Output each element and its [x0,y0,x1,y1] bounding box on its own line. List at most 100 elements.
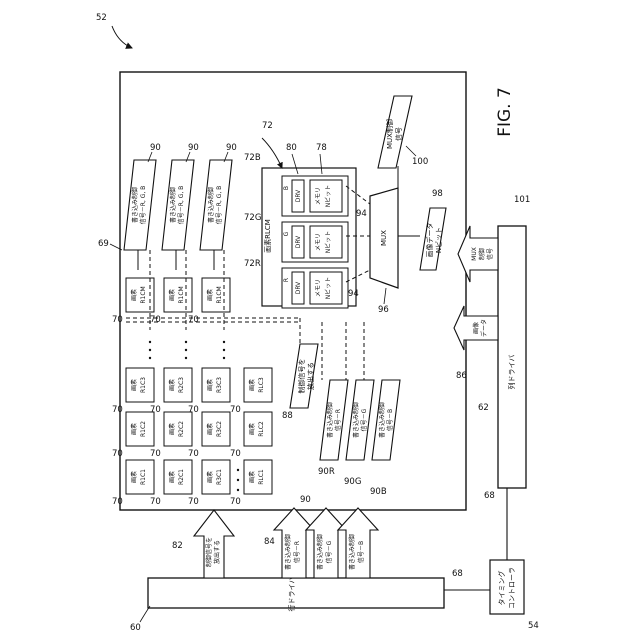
timing-line2: コントローラ [508,567,516,609]
row-write-line1: 書き込み制御 [316,534,324,570]
pixel-cell-line1: 画素 [130,471,138,483]
ref-68-a: 68 [452,569,463,579]
write-controls-bottom: 書き込み制御信号－R90R書き込み制御信号－G90G書き込み制御信号－B90B [318,380,400,497]
arrow-image-line1: 画像 [472,322,480,334]
pixel-ref: 70 [150,497,161,507]
rlcm-title: 画素RLCM [263,219,272,253]
ref-80: 80 [286,143,297,153]
row-write-line2: 信号－G [325,540,333,563]
ref-52: 52 [96,13,107,23]
row-write-line2: 信号－B [357,541,365,563]
sub-ref: 72B [244,153,261,163]
write-control-bottom: 書き込み制御信号－G90G [344,380,374,487]
row-write-line1: 書き込み制御 [348,534,356,570]
pixel-ref: 70 [150,405,161,415]
pixel-cell-line1: 画素 [248,471,256,483]
image-data-nbit: 画像データ Nビット 98 [420,189,446,270]
timing-line1: タイミング [497,571,506,606]
pixel-cell-line1: 画素 [206,289,214,301]
write-control-top-ref: 90 [150,143,161,153]
write-control-bottom-ref: 90G [344,477,361,487]
ref-86: 86 [456,371,467,381]
pixel-cell-line2: R1CM [216,286,223,303]
write-control-bottom: 書き込み制御信号－B90B [370,380,400,497]
pixel-ref: 70 [112,497,123,507]
write-control-top: 書き込み制御信号－R, G, B90 [200,143,237,270]
pixel-cell: 画素R2C270 [150,412,192,459]
ref-68-b: 68 [484,491,495,501]
rlcm-sub-b: DRVメモリNビットB72B [244,153,348,216]
row-write-arrow: 書き込み制御信号－R [274,508,314,578]
sub-letter: G [283,231,290,236]
ref-78: 78 [316,143,327,153]
row-driver-box [148,578,444,608]
row-driver: 行ドライバ 60 [130,577,444,633]
ref-94a: 94 [356,209,367,219]
pixel-ref: 70 [188,449,199,459]
pixel-ref: 70 [230,449,241,459]
pixel-cell-line1: 画素 [130,289,138,301]
drv-label: DRV [295,235,302,248]
pixel-cell-line1: 画素 [130,423,138,435]
write-control-top: 書き込み制御信号－R, G, B90 [124,143,161,270]
row-write-line2: 信号－R [293,541,301,563]
arrow-mux-line2: 制御 [478,248,486,260]
ref-69: 69 [98,239,109,249]
pixel-cell-line1: 画素 [206,423,214,435]
write-control-bottom-ref: 90B [370,487,387,497]
pixel-ref: 70 [112,405,123,415]
write-control-top-ref: 90 [188,143,199,153]
pixel-cell: 画素R3C370 [188,368,230,415]
emit-control-inner: 制御信号を 放出する 88 [282,344,318,421]
write-control-bottom-line1: 書き込み制御 [326,402,334,438]
pixel-ref: 70 [230,497,241,507]
mux-control-line1: MUX制御 [385,119,394,149]
write-control-top-line1: 書き込み制御 [207,187,215,223]
ref-54: 54 [528,621,539,631]
ref-60: 60 [130,623,141,633]
mux-control-signal: MUX制御 信号 100 [378,96,428,168]
pixel-cell: 画素RLC370 [230,368,272,415]
arrow-emit-line2: 放出する [213,540,221,564]
pixel-cell-line1: 画素 [206,379,214,391]
pixel-cell: 画素R1C370 [112,368,154,415]
pixel-array: 画素R1C170画素R1C270画素R1C370画素R1CM70画素R2C170… [112,278,272,507]
nbit-label: Nビット [324,185,332,208]
pixel-cell-line2: R3C1 [216,469,223,485]
pixel-rlcm: 画素RLCM 72 DRVメモリNビットB72BDRVメモリNビットG72GDR… [244,121,356,308]
arrow-emit-line1: 制御信号を [205,537,213,567]
ref-98: 98 [432,189,443,199]
row-write-line1: 書き込み制御 [284,534,292,570]
arrow-emit-control: 制御信号を 放出する 82 [172,510,234,578]
drv-label: DRV [295,281,302,294]
write-controls-top: 書き込み制御信号－R, G, B90書き込み制御信号－R, G, B90書き込み… [124,143,237,270]
pixel-cell: 画素RLC270 [230,412,272,459]
image-data-line2: Nビット [434,227,443,253]
pixel-cell-line2: RLC3 [258,377,265,393]
write-control-top-line1: 書き込み制御 [169,187,177,223]
pixel-cell-line2: R2C3 [178,377,185,393]
sub-letter: B [283,186,290,190]
ref-88: 88 [282,411,293,421]
pixel-ref: 70 [150,449,161,459]
pixel-cell-line1: 画素 [168,423,176,435]
pixel-cell-line2: R1CM [178,286,185,303]
pixel-cell: 画素R3C170 [188,460,230,507]
mux-control-line2: 信号 [394,127,403,141]
ref-82: 82 [172,541,183,551]
write-control-top: 書き込み制御信号－R, G, B90 [162,143,199,270]
rlcm-sub-r: DRVメモリNビットR72R [244,259,348,308]
timing-controller-box [490,560,524,614]
write-control-top-line1: 書き込み制御 [131,187,139,223]
write-control-bottom-ref: 90R [318,467,335,477]
rlcm-sub-g: DRVメモリNビットG72G [244,213,348,262]
pixel-cell-line1: 画素 [168,289,176,301]
pixel-cell-line1: 画素 [206,471,214,483]
ref-62: 62 [478,403,489,413]
pixel-cell: 画素R1C170 [112,460,154,507]
arrow-image-data: 画像 データ 86 [454,306,498,381]
sub-letter: R [283,278,290,282]
pixel-cell-line2: RLC1 [258,469,265,485]
arrow-mux-line3: 信号 [486,248,494,260]
